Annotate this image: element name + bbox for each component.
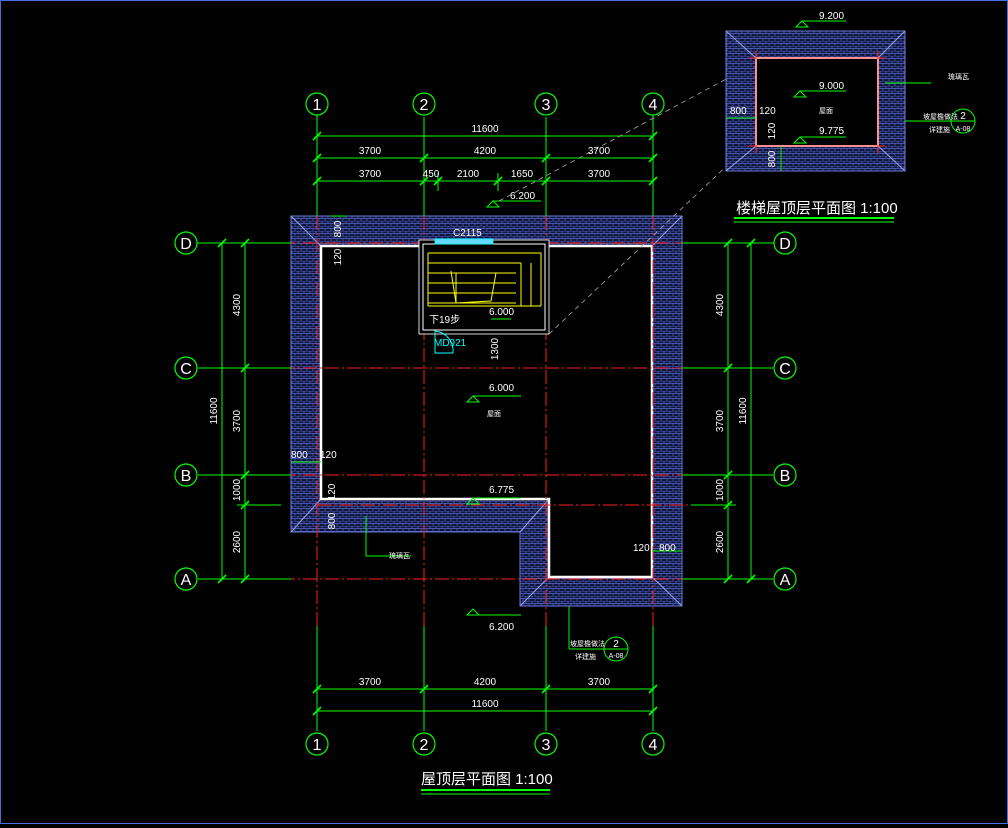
dim-bottom-total: 11600 (471, 699, 499, 710)
dim-right-a: 4300 (715, 293, 726, 316)
axis-label-c-left: C (180, 361, 192, 378)
dim-left-c: 1000 (232, 478, 243, 501)
dim-800-right: 800 (659, 543, 676, 554)
dim-top-r2-c: 2100 (457, 169, 480, 180)
elev-ridge: 6.775 (489, 485, 514, 496)
dim-1300: 1300 (490, 337, 501, 360)
inset-dim-120b: 120 (767, 122, 778, 139)
door-label: MD921 (434, 338, 467, 349)
dim-top-r1-a: 3700 (359, 146, 382, 157)
inset-dim-120: 120 (759, 106, 776, 117)
inset-detail-ref: A-08 (956, 126, 971, 133)
dim-right-total: 11600 (738, 397, 749, 425)
elev-bottom: 6.200 (489, 622, 514, 633)
inset-stair-roof-plan (725, 20, 976, 172)
dim-120-right: 120 (633, 543, 650, 554)
detail-num: 2 (613, 639, 619, 650)
dim-120-lower: 120 (327, 483, 338, 500)
dim-800-lower: 800 (327, 512, 338, 529)
dim-bottom-r1-b: 4200 (474, 677, 497, 688)
dim-lines-top (312, 117, 658, 216)
inset-elev-roof: 9.000 (819, 81, 844, 92)
detail-note-2: 详建施 (575, 652, 596, 661)
axis-label-b-left: B (181, 468, 192, 485)
dim-right-d: 2600 (715, 530, 726, 553)
stair-core (418, 238, 550, 354)
inset-elev-ridge: 9.775 (819, 126, 844, 137)
elevation-markers (291, 200, 682, 662)
roof-label: 屋面 (487, 410, 501, 418)
axis-label-d-left: D (180, 236, 192, 253)
dim-left-a: 4300 (232, 293, 243, 316)
dim-bottom-r1-c: 3700 (588, 677, 611, 688)
dim-left-total: 11600 (209, 397, 220, 425)
grid-bubbles (174, 92, 797, 756)
inset-dim-800: 800 (730, 106, 747, 117)
dim-lines-right (682, 238, 773, 584)
axis-label-1-top: 1 (313, 97, 322, 114)
elev-stair: 6.000 (489, 307, 514, 318)
dim-lines-bottom (312, 626, 658, 731)
dim-top-r2-a: 3700 (359, 169, 382, 180)
axis-label-2-top: 2 (420, 97, 429, 114)
axis-label-4-bottom: 4 (649, 737, 658, 754)
dim-right-b: 3700 (715, 409, 726, 432)
dim-800-left: 800 (291, 450, 308, 461)
dim-lines-left (198, 238, 291, 584)
dim-left-d: 2600 (232, 530, 243, 553)
inset-detail-note-2: 详建施 (929, 125, 950, 134)
dim-bottom-r1-a: 3700 (359, 677, 382, 688)
dim-120-top: 120 (333, 248, 344, 265)
inset-elev-top: 9.200 (819, 11, 844, 22)
inset-title: 楼梯屋顶层平面图 1:100 (736, 200, 898, 217)
detail-ref: A-08 (609, 653, 624, 660)
tile-note: 琉璃瓦 (389, 551, 410, 560)
stair-note: 下19步 (429, 314, 460, 326)
inset-detail-note-1: 坡屋檐做法 (923, 112, 958, 121)
dim-800-top: 800 (333, 220, 344, 237)
inset-leader-lines (498, 62, 757, 335)
inset-tile-note: 琉璃瓦 (948, 72, 969, 81)
dim-left-b: 3700 (232, 409, 243, 432)
dim-top-r2-d: 1650 (511, 169, 534, 180)
title-underlines (421, 217, 894, 795)
axis-label-a-right: A (780, 572, 791, 589)
axis-label-3-bottom: 3 (542, 737, 551, 754)
inset-detail-num: 2 (960, 111, 966, 122)
dim-top-total: 11600 (471, 124, 499, 135)
detail-note-1: 坡屋檐做法 (570, 639, 605, 648)
inset-roof-label: 屋面 (819, 107, 833, 115)
axis-label-1-bottom: 1 (313, 737, 322, 754)
dim-top-r2-e: 3700 (588, 169, 611, 180)
dim-top-r1-b: 4200 (474, 146, 497, 157)
plan-title: 屋顶层平面图 1:100 (421, 771, 553, 788)
inset-dim-800b: 800 (767, 150, 778, 167)
dim-top-r2-b: 450 (423, 169, 440, 180)
axis-label-d-right: D (779, 236, 791, 253)
axis-label-b-right: B (780, 468, 791, 485)
axis-label-2-bottom: 2 (420, 737, 429, 754)
axis-label-3-top: 3 (542, 97, 551, 114)
dim-top-r1-c: 3700 (588, 146, 611, 157)
dim-right-c: 1000 (715, 478, 726, 501)
axis-label-c-right: C (779, 361, 791, 378)
axis-label-4-top: 4 (649, 97, 658, 114)
elev-roof: 6.000 (489, 383, 514, 394)
window-label: C2115 (453, 228, 482, 239)
inner-wall-outline (319, 244, 654, 579)
elev-top: 6.200 (510, 191, 535, 202)
axis-label-a-left: A (181, 572, 192, 589)
dim-120-left: 120 (320, 450, 337, 461)
